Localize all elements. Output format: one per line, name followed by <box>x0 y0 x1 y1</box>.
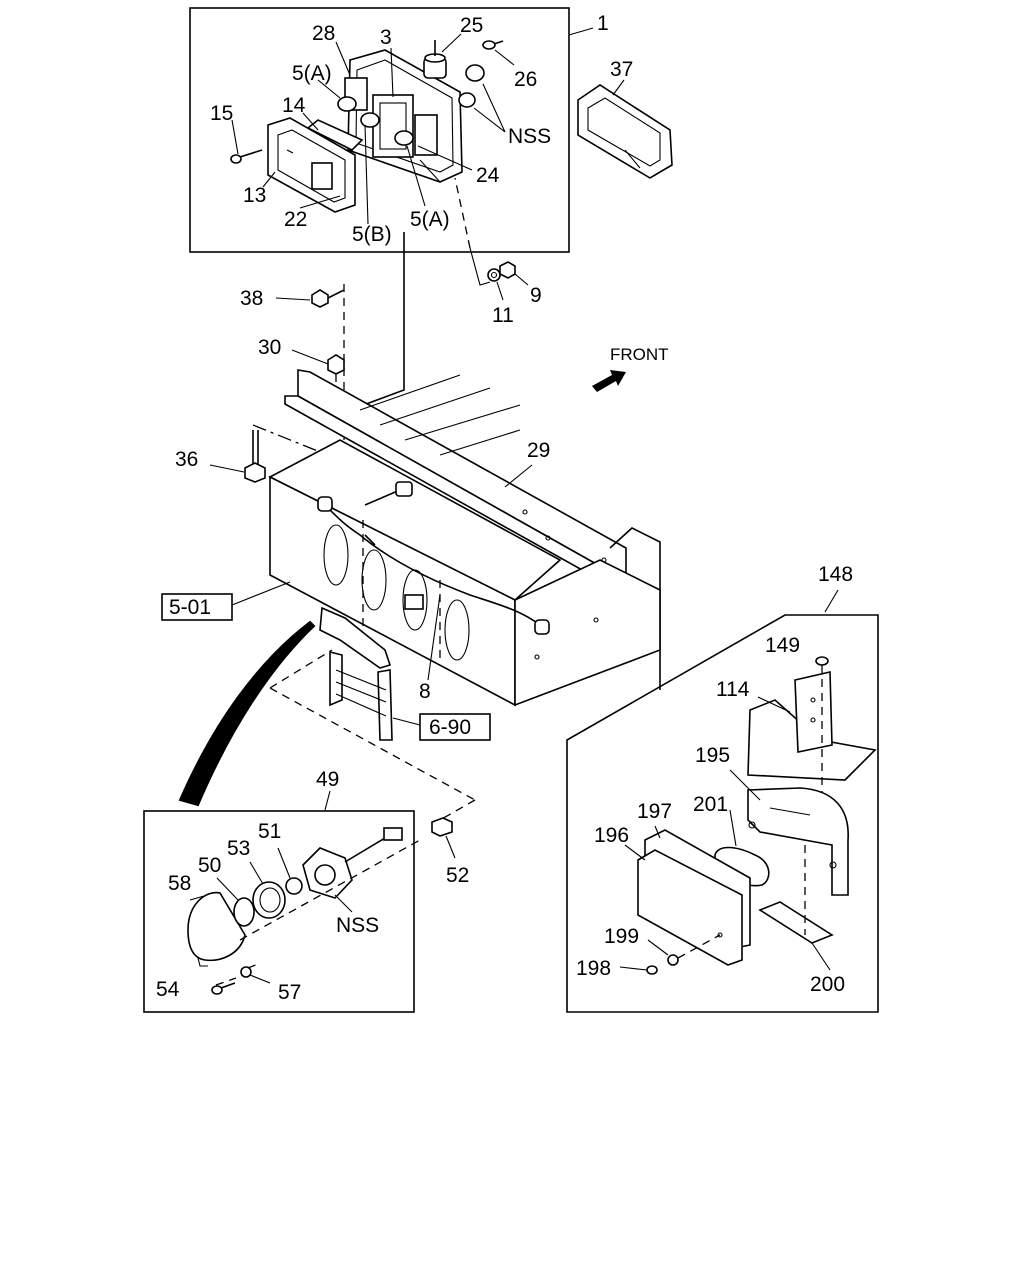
label-14: 14 <box>282 94 306 117</box>
leaders-box-1 <box>231 33 515 286</box>
screw-198 <box>619 934 721 975</box>
label-50: 50 <box>198 854 221 877</box>
bracket-37 <box>577 79 673 179</box>
label-29: 29 <box>527 439 550 462</box>
washer-11 <box>487 268 504 301</box>
label-37: 37 <box>610 58 633 81</box>
label-149: 149 <box>765 634 800 657</box>
front-arrow-icon <box>592 370 626 392</box>
bulb-5a-bottom <box>394 130 414 146</box>
lamp-housing-3 <box>344 49 463 183</box>
nut-30 <box>291 349 345 410</box>
label-54: 54 <box>156 978 180 1001</box>
label-36: 36 <box>175 448 198 471</box>
screw-15 <box>230 149 263 164</box>
label-8: 8 <box>419 680 431 703</box>
label-nss-bottom: NSS <box>336 914 379 937</box>
label-53: 53 <box>227 837 250 860</box>
label-114: 114 <box>716 678 750 701</box>
label-57: 57 <box>278 981 301 1004</box>
label-196: 196 <box>594 824 629 847</box>
label-15: 15 <box>210 102 233 125</box>
grommet-nss-b <box>458 92 476 108</box>
bolt-36 <box>209 424 341 483</box>
label-198: 198 <box>576 957 611 980</box>
label-11: 11 <box>492 304 514 327</box>
harness-8 <box>317 481 550 681</box>
label-38: 38 <box>240 287 263 310</box>
housing-195 <box>729 769 849 896</box>
label-52: 52 <box>446 864 469 887</box>
label-nss-top: NSS <box>508 125 551 148</box>
screw-26 <box>482 40 504 50</box>
bulb-5b <box>360 112 380 128</box>
label-58: 58 <box>168 872 191 895</box>
label-51: 51 <box>258 820 281 843</box>
label-199: 199 <box>604 925 639 948</box>
bulb-51 <box>277 847 303 895</box>
bracket-114 <box>747 671 877 781</box>
box-assembly-148 <box>566 589 879 1013</box>
label-200: 200 <box>810 973 845 996</box>
label-5b: 5(B) <box>352 223 392 246</box>
label-5a-top: 5(A) <box>292 62 332 85</box>
nut-9 <box>499 261 529 286</box>
callout-labels: 1 28 3 25 26 5(A) 37 14 15 NSS 24 13 22 … <box>156 12 853 1004</box>
bulb-5a-top <box>337 96 357 112</box>
label-148: 148 <box>818 563 853 586</box>
ref-6-90-label: 6-90 <box>429 716 471 739</box>
lens-196 <box>624 844 743 966</box>
label-201: 201 <box>693 793 728 816</box>
plate-14 <box>306 119 364 151</box>
lens-13 <box>267 117 356 213</box>
ref-5-01 <box>161 581 291 621</box>
label-25: 25 <box>460 14 483 37</box>
packing-50 <box>216 877 255 927</box>
label-195: 195 <box>695 744 730 767</box>
box-assembly-1 <box>189 7 594 253</box>
grommet-nss-a <box>465 64 485 82</box>
label-28: 28 <box>312 22 335 45</box>
socket-nss <box>302 827 403 913</box>
label-5a-bottom: 5(A) <box>410 208 450 231</box>
bracket-6-90 <box>269 606 491 801</box>
label-49: 49 <box>316 768 339 791</box>
label-26: 26 <box>514 68 537 91</box>
label-22: 22 <box>284 208 307 231</box>
screw-54 <box>211 982 236 995</box>
label-3: 3 <box>380 26 392 49</box>
washer-57 <box>240 966 271 984</box>
lens-58 <box>187 891 246 967</box>
ref-5-01-label: 5-01 <box>169 596 211 619</box>
plate-200 <box>758 845 834 971</box>
label-197: 197 <box>637 800 672 823</box>
box-assembly-49 <box>143 790 415 1013</box>
label-13: 13 <box>243 184 266 207</box>
washer-199 <box>647 939 679 966</box>
label-30: 30 <box>258 336 281 359</box>
label-24: 24 <box>476 164 500 187</box>
curved-arrow <box>178 620 316 807</box>
clip-52 <box>431 799 476 859</box>
socket-25 <box>423 40 447 79</box>
label-9: 9 <box>530 284 542 307</box>
ring-53 <box>249 861 286 919</box>
front-label: FRONT <box>610 345 669 364</box>
label-1: 1 <box>597 12 609 35</box>
bumper-box <box>268 439 661 707</box>
